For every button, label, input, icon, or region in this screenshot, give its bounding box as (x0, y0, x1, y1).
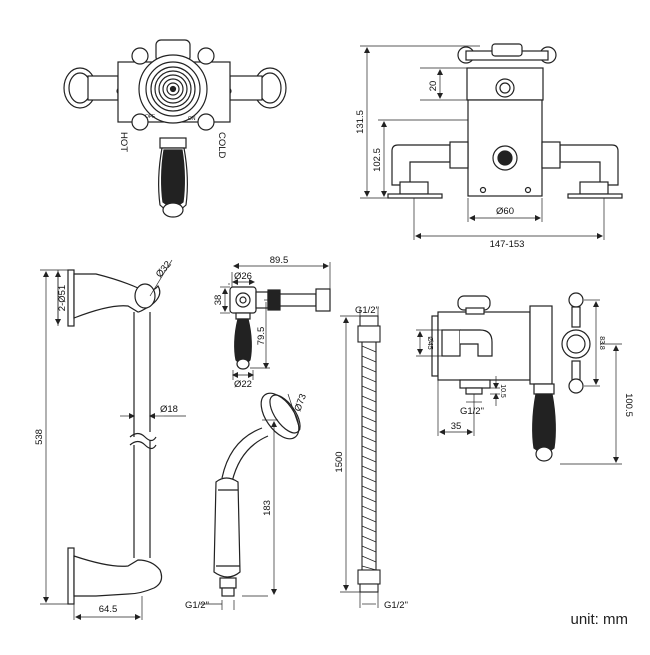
dim-64-5: 64.5 (99, 604, 118, 615)
rail-dimensions (40, 259, 186, 620)
dim-83-8: 83.8 (598, 336, 605, 350)
dim-131-5: 131.5 (355, 110, 366, 134)
dim-g12-hand: G1/2" (185, 600, 209, 611)
dim-102-5: 102.5 (372, 148, 383, 172)
top-view-dimensions (416, 299, 622, 465)
on-label: ON (188, 116, 196, 122)
dim-100-5: 100.5 (623, 393, 634, 417)
valve-top-view (431, 292, 591, 462)
dim-20: 20 (428, 81, 439, 92)
hot-label: HOT (118, 132, 129, 152)
hand-shower (213, 392, 301, 597)
side-view-dimensions (360, 45, 605, 240)
dim-d45: Ø45 (426, 336, 433, 349)
diverter-dimensions (220, 262, 331, 380)
dim-89-5: 89.5 (270, 255, 289, 266)
dim-d18: Ø18 (160, 404, 178, 415)
dim-10-5: 10.5 (499, 384, 506, 398)
dim-147-153: 147-153 (490, 239, 525, 250)
shower-hose (357, 315, 381, 593)
unit-label: unit: mm (570, 611, 628, 628)
off-label: OFF (145, 114, 155, 120)
riser-rail (67, 269, 163, 605)
hose-dimensions (340, 308, 379, 608)
dim-g12-hose-top: G1/2" (355, 305, 379, 316)
dim-g12-valve: G1/2" (460, 406, 484, 417)
dim-79-5: 79.5 (256, 327, 267, 346)
diverter-elbow (229, 286, 331, 370)
dim-g12-hose-bottom: G1/2" (384, 600, 408, 611)
dim-183: 183 (262, 500, 273, 516)
dim-2d51: 2-Ø51 (57, 285, 68, 311)
dim-d60: Ø60 (496, 206, 514, 217)
valve-front-view (63, 39, 287, 218)
cold-label: COLD (216, 132, 227, 159)
dim-1500: 1500 (334, 451, 345, 472)
hand-shower-dimensions (200, 393, 301, 610)
dim-d73: Ø73 (292, 392, 308, 413)
valve-side-view (387, 43, 623, 199)
dim-d26: Ø26 (234, 271, 252, 282)
dim-35: 35 (451, 421, 462, 432)
dim-538: 538 (34, 429, 45, 445)
dim-d22: Ø22 (234, 379, 252, 390)
dim-38: 38 (213, 295, 224, 306)
